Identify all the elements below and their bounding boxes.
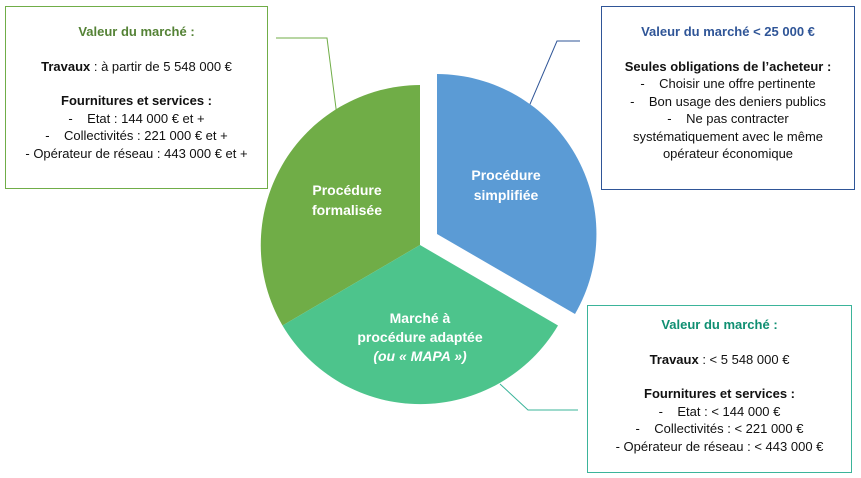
- slice-procedure-simplifiee: [437, 74, 597, 314]
- box-simplifiee-subtitle: Seules obligations de l’acheteur :: [624, 58, 832, 74]
- slice-label-simplifiee-line1: Procédure: [471, 167, 540, 183]
- travaux-value: : à partir de 5 548 000 €: [90, 58, 232, 74]
- list-item: - Opérateur de réseau : 443 000 € et +: [25, 145, 248, 161]
- list-item: - Collectivités : 221 000 € et +: [45, 128, 228, 143]
- slice-label-mapa-line1: Marché à: [390, 310, 451, 326]
- slice-label-formalisee-line1: Procédure: [312, 182, 381, 198]
- slice-procedure-formalisee: [260, 85, 420, 326]
- box-formalisee-fournitures-label: Fournitures et services :: [61, 93, 212, 108]
- list-item: - Bon usage des deniers publics: [630, 93, 826, 109]
- slice-label-formalisee-line2: formalisée: [312, 202, 382, 218]
- slice-label-mapa-line3: (ou « MAPA »): [373, 348, 467, 364]
- list-item: - Collectivités : < 221 000 €: [635, 421, 804, 436]
- list-item: - Etat : < 144 000 €: [658, 403, 781, 419]
- box-simplifiee-title: Valeur du marché < 25 000 €: [641, 24, 815, 39]
- list-item: - Opérateur de réseau : < 443 000 €: [615, 438, 824, 454]
- box-mapa-title: Valeur du marché :: [661, 317, 778, 332]
- box-formalisee-travaux: Travaux : à partir de 5 548 000 €: [6, 58, 267, 76]
- list-item: - Choisir une offre pertinente: [640, 76, 816, 91]
- list-item: systématiquement avec le même: [632, 128, 824, 144]
- box-mapa-travaux: Travaux : < 5 548 000 €: [588, 351, 851, 369]
- info-box-formalisee: Valeur du marché : Travaux : à partir de…: [5, 6, 268, 189]
- travaux-label: Travaux: [41, 58, 91, 74]
- travaux-value: : < 5 548 000 €: [698, 351, 790, 367]
- slice-label-simplifiee-line2: simplifiée: [474, 187, 539, 203]
- info-box-mapa: Valeur du marché : Travaux : < 5 548 000…: [587, 305, 852, 473]
- list-item: - Ne pas contracter: [667, 111, 789, 126]
- travaux-label: Travaux: [649, 351, 699, 367]
- list-item: - Etat : 144 000 € et +: [68, 110, 205, 126]
- list-item: opérateur économique: [662, 146, 794, 161]
- box-mapa-fournitures-label: Fournitures et services :: [644, 386, 795, 401]
- info-box-simplifiee: Valeur du marché < 25 000 € Seules oblig…: [601, 6, 855, 190]
- connector-mapa: [499, 383, 578, 411]
- slice-label-mapa-line2: procédure adaptée: [357, 329, 482, 345]
- box-formalisee-title: Valeur du marché :: [78, 24, 195, 39]
- slice-mapa: [282, 245, 558, 405]
